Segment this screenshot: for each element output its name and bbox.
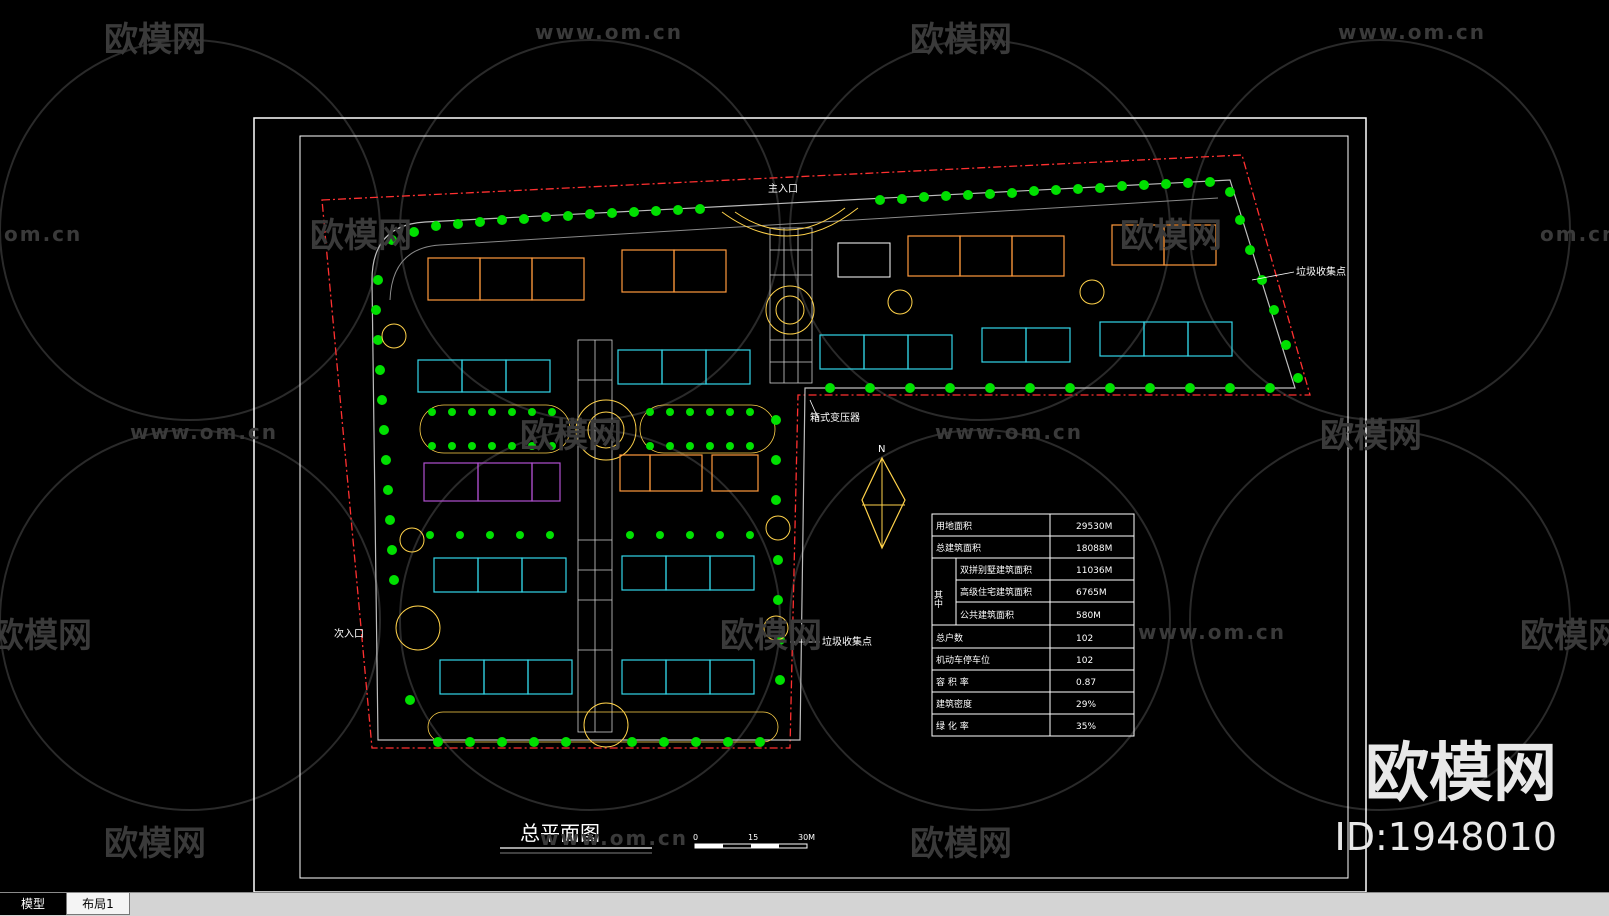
watermark-logo: 欧模网 (104, 20, 206, 60)
watermark-logo: 欧模网 (1320, 416, 1422, 456)
tab-layout1[interactable]: 布局1 (66, 893, 130, 915)
layout-tab-bar: 模型 布局1 (0, 892, 1609, 916)
table-label: 高级住宅建筑面积 (960, 586, 1032, 598)
table-value: 18088M (1076, 544, 1112, 554)
central-walkway (577, 227, 813, 733)
watermark-logo: 欧模网 (1520, 616, 1609, 656)
table-label: 公共建筑面积 (960, 609, 1014, 621)
watermark-url: www.om.cn (1338, 20, 1487, 44)
watermark-url: www.om.cn (1138, 620, 1287, 644)
watermark-url: www.om.cn (535, 20, 684, 44)
watermark-logo: 欧模网 (0, 616, 92, 656)
site-boundary (321, 154, 1311, 749)
watermark-url: www.om.cn (540, 826, 689, 850)
table-value: 102 (1076, 656, 1093, 666)
brand-logo-text: 欧模网 (1365, 737, 1557, 811)
table-group-label: 其中 (932, 590, 943, 609)
table-label: 机动车停车位 (936, 654, 990, 666)
scale-label: 15 (748, 833, 758, 842)
scale-label: 0 (693, 833, 698, 842)
trash-point-top-label: 垃圾收集点 (1296, 265, 1346, 278)
tree-row (371, 177, 1303, 747)
table-value: 35% (1076, 722, 1096, 732)
table-value: 102 (1076, 634, 1093, 644)
internal-road (371, 179, 1296, 741)
watermark-rings (0, 39, 1571, 811)
tab-model[interactable]: 模型 (0, 893, 66, 915)
watermark-logo: 欧模网 (310, 216, 412, 256)
watermark-url: om.cn (4, 222, 83, 246)
table-value: 29% (1076, 700, 1096, 710)
drawing-title: 总平面图 (520, 821, 600, 845)
houses-type-a (427, 224, 1217, 492)
trash-point-bottom-label: 垃圾收集点 (822, 635, 872, 648)
transformer-label: 箱式变压器 (810, 411, 860, 424)
table-label: 建筑密度 (936, 698, 972, 710)
north-arrow (861, 456, 906, 550)
watermark-url: om.cn (1540, 222, 1609, 246)
watermark-logo: 欧模网 (1120, 216, 1222, 256)
table-value: 6765M (1076, 588, 1107, 598)
watermark-logo: 欧模网 (104, 824, 206, 864)
entrance-plaza (395, 207, 859, 748)
drawing-canvas[interactable]: N 主入口 次入口 垃圾收集点 垃圾收集点 箱式变压器 用地面积 29530M (0, 0, 1609, 892)
table-value: 0.87 (1076, 678, 1096, 688)
scale-bar (694, 843, 808, 849)
inner-frame (299, 135, 1349, 879)
club-house (837, 242, 891, 278)
landscape-beds (419, 404, 779, 743)
stats-table (931, 513, 1135, 737)
houses-type-b (417, 321, 1233, 695)
watermark-url: www.om.cn (130, 420, 279, 444)
watermark-logo: 欧模网 (720, 616, 822, 656)
table-label: 总户数 (936, 632, 963, 644)
main-entrance-label: 主入口 (768, 183, 798, 195)
secondary-entrance-label: 次入口 (334, 627, 364, 640)
table-label: 双拼别墅建筑面积 (960, 564, 1032, 576)
table-value: 580M (1076, 611, 1101, 621)
table-value: 29530M (1076, 522, 1112, 532)
table-label: 用地面积 (936, 520, 972, 532)
scale-label: 30M (798, 833, 815, 842)
table-label: 容 积 率 (936, 676, 969, 688)
watermark-logo: 欧模网 (910, 20, 1012, 60)
north-label: N (878, 444, 885, 455)
table-label: 总建筑面积 (936, 542, 981, 554)
watermark-url: www.om.cn (935, 420, 1084, 444)
model-id-text: ID:1948010 (1334, 815, 1557, 859)
table-value: 11036M (1076, 566, 1112, 576)
site-plan-drawing: N 主入口 次入口 垃圾收集点 垃圾收集点 箱式变压器 用地面积 29530M (0, 39, 1571, 892)
table-label: 绿 化 率 (936, 720, 969, 732)
outer-frame (253, 117, 1367, 892)
houses-type-c (423, 462, 561, 502)
watermark-logo: 欧模网 (520, 416, 622, 456)
watermark-logo: 欧模网 (910, 824, 1012, 864)
feature-trees (381, 279, 1105, 641)
